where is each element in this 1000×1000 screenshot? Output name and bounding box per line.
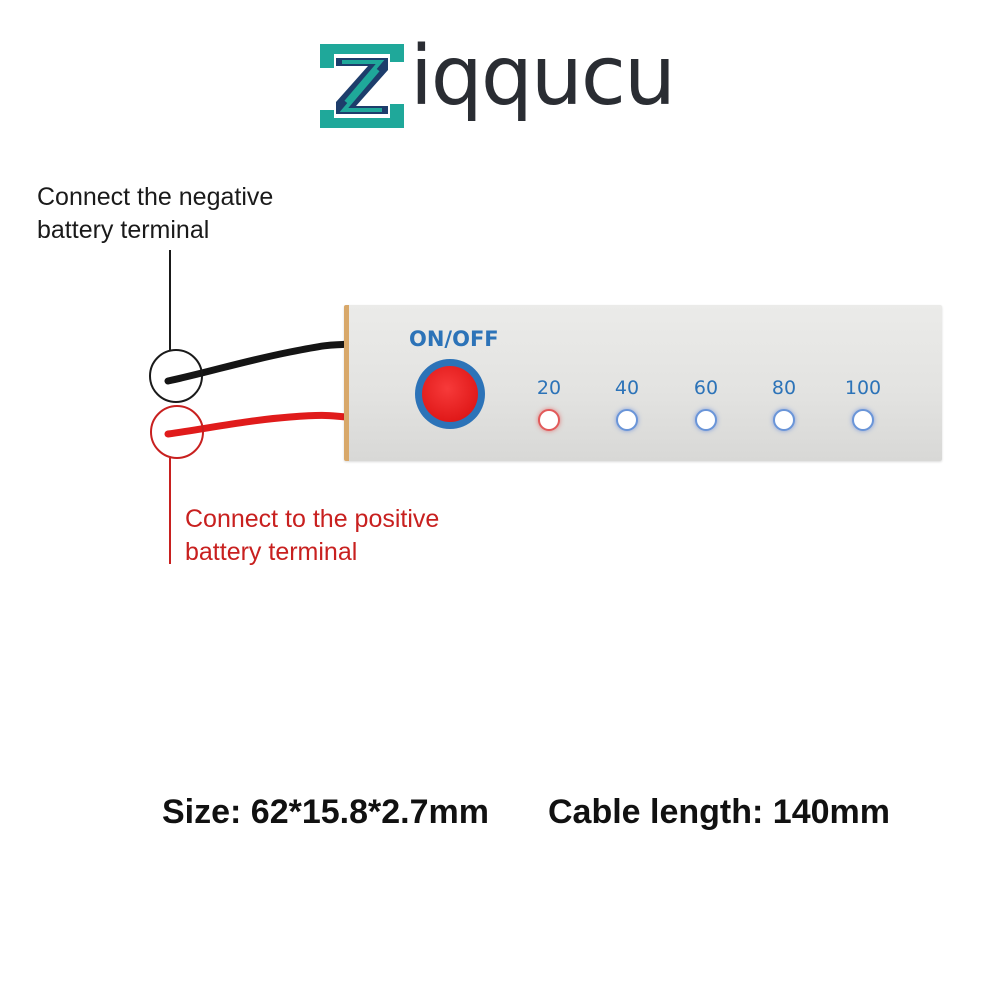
size-spec: Size: 62*15.8*2.7mm (162, 793, 489, 831)
negative-terminal-callout (149, 349, 203, 403)
level-label: 40 (614, 377, 640, 399)
level-label: 100 (844, 377, 882, 399)
positive-terminal-caption: Connect to the positive battery terminal (185, 503, 439, 569)
level-label: 20 (536, 377, 562, 399)
negative-caption-line2: battery terminal (37, 216, 210, 244)
brand-z-mark-icon (320, 44, 404, 128)
power-button-cap[interactable] (422, 366, 478, 422)
level-indicator-20: 20 (519, 377, 579, 431)
led-red-icon (538, 409, 560, 431)
level-indicator-40: 40 (597, 377, 657, 431)
led-blue-icon (695, 409, 717, 431)
battery-indicator-board: ON/OFF 20 40 60 80 100 (344, 305, 942, 461)
positive-caption-line1: Connect to the positive (185, 505, 440, 533)
on-off-label: ON/OFF (409, 327, 499, 351)
negative-caption-line1: Connect the negative (37, 183, 274, 211)
brand-logo: iqqucu (310, 30, 710, 150)
level-indicator-80: 80 (754, 377, 814, 431)
power-button[interactable] (415, 359, 485, 429)
brand-name-text: iqqucu (410, 29, 676, 124)
led-blue-icon (773, 409, 795, 431)
led-blue-icon (616, 409, 638, 431)
level-label: 60 (693, 377, 719, 399)
led-blue-icon (852, 409, 874, 431)
negative-wire (164, 340, 352, 385)
positive-terminal-callout (150, 405, 204, 459)
level-indicator-100: 100 (833, 377, 893, 431)
positive-wire (164, 411, 352, 438)
cable-length-spec: Cable length: 140mm (548, 793, 890, 831)
level-label: 80 (771, 377, 797, 399)
level-indicator-60: 60 (676, 377, 736, 431)
negative-terminal-caption: Connect the negative battery terminal (37, 181, 273, 247)
positive-caption-line2: battery terminal (185, 538, 358, 566)
